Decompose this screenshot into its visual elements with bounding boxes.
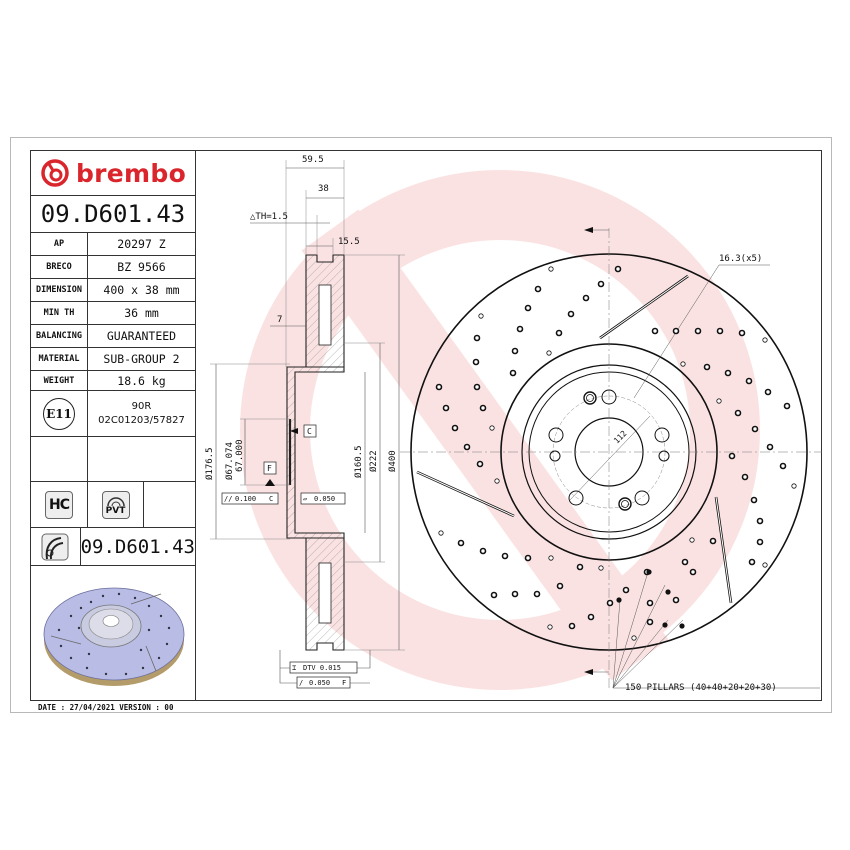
- drawing-sheet: brembo 09.D601.43 AP 20297 Z BRECO BZ 95…: [30, 150, 822, 701]
- brand-logo: brembo: [31, 151, 195, 196]
- spec-value: SUB-GROUP 2: [103, 352, 180, 366]
- certification-row: E11 90R 02C01203/57827: [31, 391, 195, 437]
- spec-value: 36 mm: [124, 306, 159, 320]
- brand-name: brembo: [75, 158, 187, 188]
- spec-key: BALANCING: [31, 325, 88, 347]
- spec-row-material: MATERIAL SUB-GROUP 2: [31, 348, 195, 371]
- disc-render-icon: [43, 587, 185, 686]
- spec-key: BRECO: [31, 256, 88, 278]
- certification-text: 90R 02C01203/57827: [88, 400, 195, 428]
- spec-key: DIMENSION: [31, 279, 88, 301]
- blank-row: [31, 437, 195, 482]
- hc-icon: HC: [45, 490, 73, 519]
- spec-key: MIN TH: [31, 302, 88, 324]
- disc-profile-icon: [41, 533, 69, 560]
- part-number-row: 09.D601.43: [31, 528, 195, 566]
- pvt-icon: PVT: [101, 490, 130, 519]
- part-number: 09.D601.43: [31, 196, 195, 233]
- disc-3d-preview: [31, 566, 195, 700]
- outer-frame: [10, 137, 832, 713]
- e11-badge-icon: E11: [43, 397, 75, 430]
- spec-row-weight: WEIGHT 18.6 kg: [31, 371, 195, 391]
- brembo-logo-icon: [41, 159, 69, 187]
- spec-row-dimension: DIMENSION 400 x 38 mm: [31, 279, 195, 302]
- spec-value: 18.6 kg: [117, 373, 166, 388]
- part-number-repeat: 09.D601.43: [80, 535, 195, 558]
- pillar-vent-icon: [106, 496, 125, 506]
- cert-line-2: 02C01203/57827: [98, 414, 185, 426]
- spec-key: AP: [31, 233, 88, 255]
- spec-row-breco: BRECO BZ 9566: [31, 256, 195, 279]
- spec-key: WEIGHT: [31, 371, 88, 390]
- spec-row-ap: AP 20297 Z: [31, 233, 195, 256]
- date-version: DATE : 27/04/2021 VERSION : 00: [38, 703, 174, 712]
- title-block: brembo 09.D601.43 AP 20297 Z BRECO BZ 95…: [31, 151, 196, 700]
- spec-row-balancing: BALANCING GUARANTEED: [31, 325, 195, 348]
- spec-row-min-th: MIN TH 36 mm: [31, 302, 195, 325]
- cert-line-1: 90R: [131, 400, 152, 412]
- spec-value: BZ 9566: [117, 260, 166, 274]
- spec-value: 400 x 38 mm: [103, 283, 180, 297]
- spec-key: MATERIAL: [31, 348, 88, 370]
- spec-value: 20297 Z: [117, 237, 166, 251]
- feature-icons-row: HC PVT: [31, 482, 195, 528]
- spec-value: GUARANTEED: [106, 329, 177, 343]
